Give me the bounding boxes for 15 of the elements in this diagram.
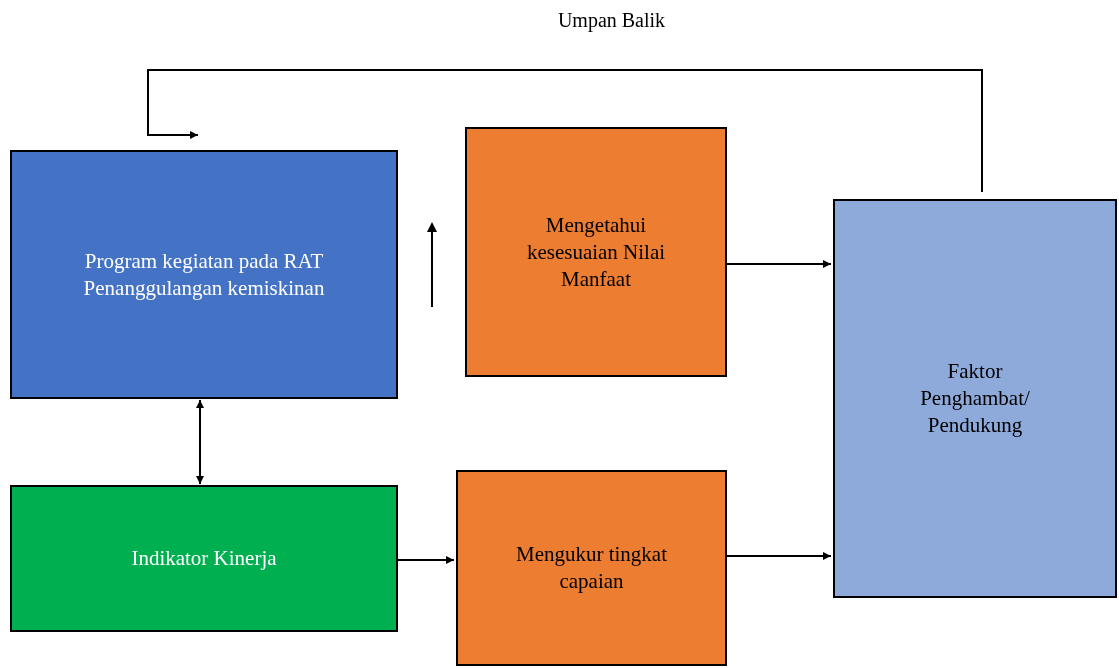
box-text: Mengetahui kesesuaian Nilai Manfaat	[525, 211, 667, 293]
box-text: Mengukur tingkat capaian	[514, 541, 669, 595]
process-box	[833, 199, 1117, 598]
arrow	[726, 552, 832, 560]
arrow	[147, 69, 983, 193]
box-text: Faktor Penghambat/ Pendukung	[919, 358, 1031, 439]
process-box	[10, 485, 398, 632]
process-box	[456, 470, 727, 666]
box-text: Program kegiatan pada RAT Penanggulangan kemiskinan	[82, 247, 326, 302]
arrow	[397, 556, 455, 564]
box-text: Indikator Kinerja	[131, 545, 277, 572]
process-box	[465, 127, 727, 377]
arrow	[726, 260, 832, 268]
arrow	[196, 399, 204, 485]
process-box	[10, 150, 398, 399]
